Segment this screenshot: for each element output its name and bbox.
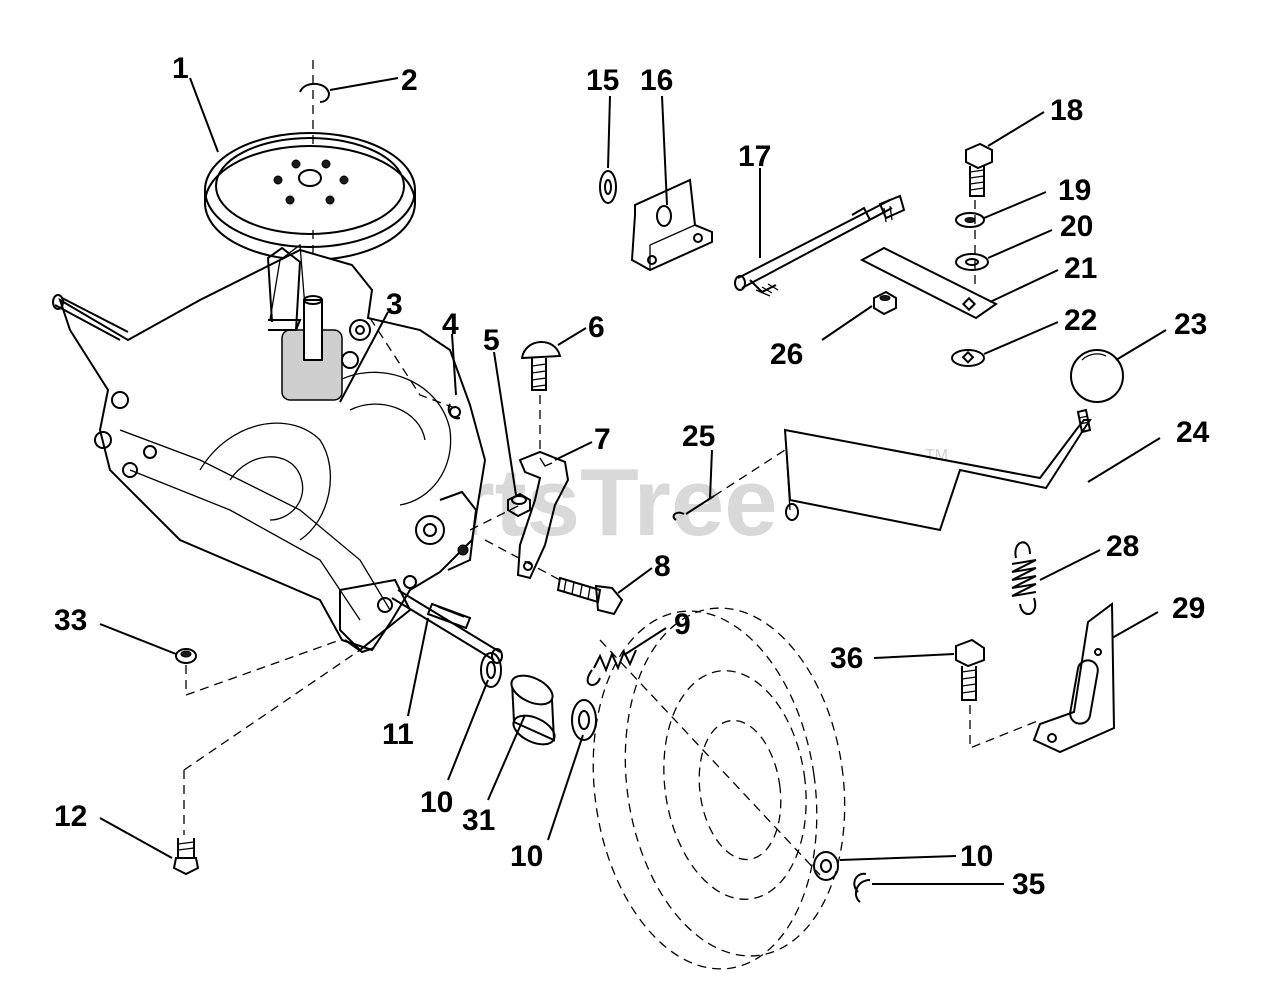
washer-part-20[interactable] — [955, 253, 989, 271]
part-label-15: 15 — [586, 64, 619, 97]
clip-part-35[interactable] — [853, 872, 871, 903]
part-label-4: 4 — [442, 308, 459, 341]
part-label-8: 8 — [654, 550, 671, 583]
part-label-10-a: 10 — [420, 786, 453, 819]
part-label-10-b: 10 — [510, 840, 543, 873]
part-label-25: 25 — [682, 420, 715, 453]
part-label-6: 6 — [588, 311, 605, 344]
bracket-part-29[interactable] — [1032, 602, 1116, 754]
part-label-24: 24 — [1176, 416, 1210, 449]
bolt-part-18[interactable] — [965, 142, 993, 197]
washer-part-10c[interactable] — [813, 851, 839, 881]
nut-part-26[interactable] — [873, 290, 897, 316]
watermark-tm: TM — [925, 447, 948, 464]
part-label-20: 20 — [1060, 210, 1093, 243]
part-label-18: 18 — [1050, 94, 1083, 127]
bolt-part-12[interactable] — [172, 838, 200, 876]
part-label-5: 5 — [483, 324, 500, 357]
leader-lines — [99, 77, 1167, 885]
washer-part-22[interactable] — [951, 349, 985, 367]
alignment-line — [369, 317, 456, 409]
part-label-21: 21 — [1064, 252, 1097, 285]
rod-part-17[interactable] — [734, 194, 906, 297]
carriage-bolt-part[interactable] — [520, 341, 562, 391]
part-label-7: 7 — [594, 423, 611, 456]
part-label-29: 29 — [1172, 592, 1205, 625]
knob-part-23[interactable] — [1070, 349, 1124, 403]
part-label-17: 17 — [738, 140, 771, 173]
part-label-3: 3 — [386, 288, 403, 321]
washer-part-15[interactable] — [599, 170, 617, 204]
angle-bracket-part-16[interactable] — [630, 178, 713, 272]
part-label-12: 12 — [54, 800, 87, 833]
left-axle — [52, 294, 157, 478]
part-label-1: 1 — [172, 52, 189, 85]
alignment-line — [185, 639, 341, 696]
alignment-line — [183, 649, 361, 771]
e-clip-part[interactable] — [299, 82, 330, 103]
pulley-part[interactable] — [204, 132, 416, 261]
control-bracket-part[interactable] — [516, 450, 570, 580]
nut-part-33[interactable] — [175, 648, 197, 664]
alignment-line — [469, 504, 521, 531]
part-label-10-c: 10 — [960, 840, 993, 873]
alignment-line — [969, 705, 1041, 749]
part-label-31: 31 — [462, 804, 495, 837]
screw-part-36[interactable] — [955, 638, 985, 701]
lever-plate-part-21[interactable] — [859, 246, 998, 320]
transaxle-part[interactable] — [58, 243, 487, 654]
lever-rod-part-24[interactable] — [783, 408, 1092, 532]
part-label-28: 28 — [1106, 530, 1139, 563]
bracket-part-3[interactable] — [268, 319, 302, 331]
spring-part-28[interactable] — [1011, 541, 1037, 615]
part-label-22: 22 — [1064, 304, 1097, 337]
spring-part-9[interactable] — [586, 649, 637, 686]
cotter-pin-part-25[interactable] — [672, 495, 715, 521]
right-axle — [391, 589, 503, 664]
washer-part-10b[interactable] — [571, 699, 597, 741]
part-label-19: 19 — [1058, 174, 1091, 207]
part-label-9: 9 — [674, 608, 691, 641]
hex-bolt-part-8[interactable] — [556, 576, 624, 616]
part-label-26: 26 — [770, 338, 803, 371]
washer-part-10a[interactable] — [480, 652, 502, 688]
part-label-23: 23 — [1174, 308, 1207, 341]
nut-part-5[interactable] — [507, 492, 531, 518]
part-label-35: 35 — [1012, 868, 1045, 901]
part-label-36: 36 — [830, 642, 863, 675]
part-label-11: 11 — [382, 718, 414, 751]
spacer-part-31[interactable] — [507, 670, 559, 750]
part-label-2: 2 — [401, 64, 418, 97]
part-label-16: 16 — [640, 64, 673, 97]
part-label-33: 33 — [54, 604, 87, 637]
wheel-tire-outline — [592, 607, 846, 970]
key-part[interactable] — [426, 602, 472, 630]
washer-part-19[interactable] — [955, 212, 985, 228]
